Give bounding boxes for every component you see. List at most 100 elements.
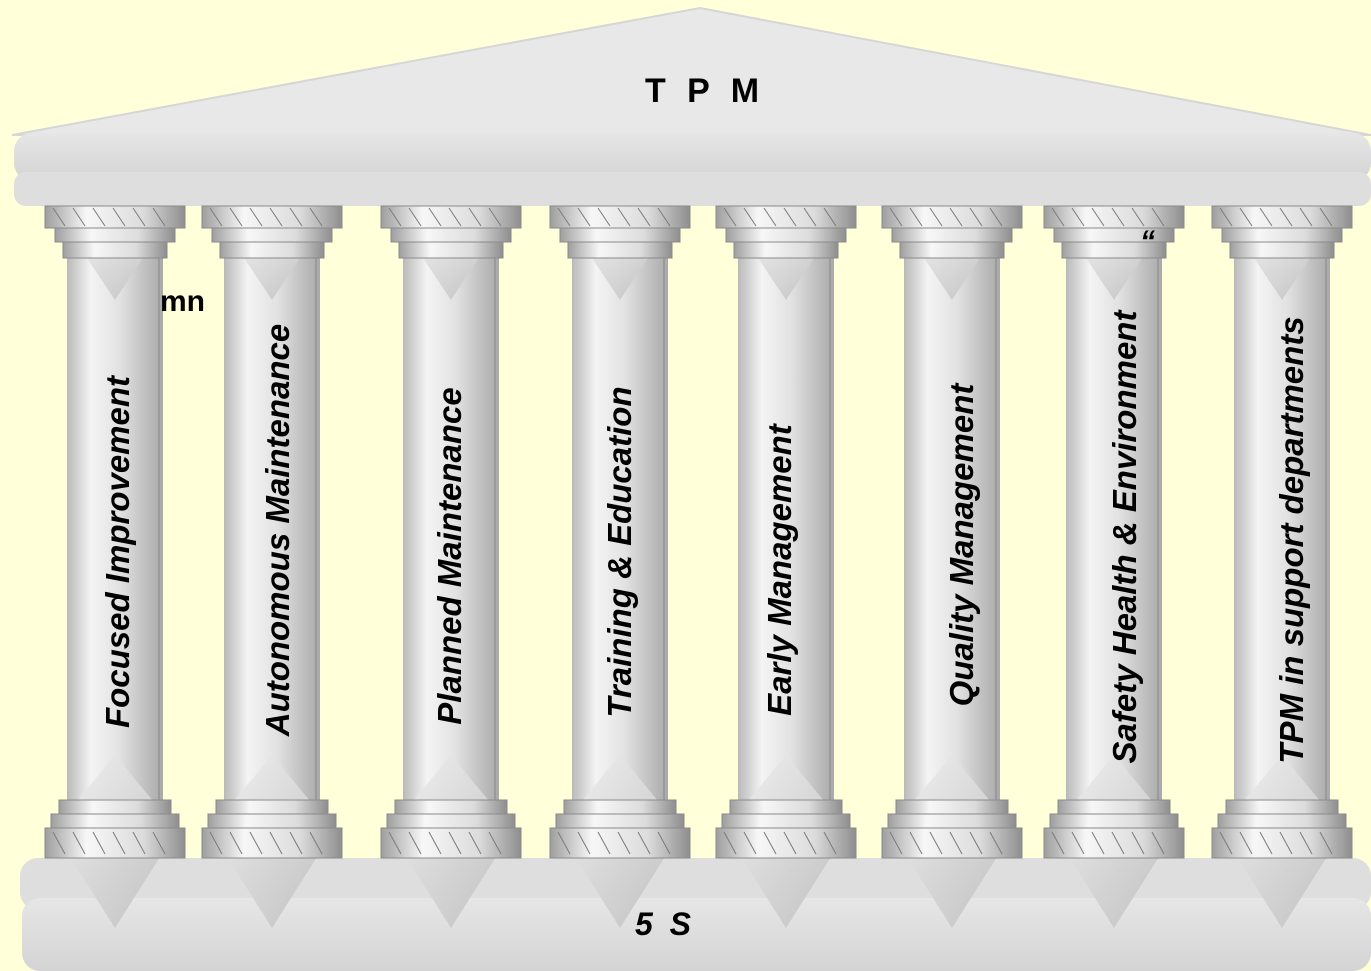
pillar-base-hatch	[657, 831, 671, 855]
pillar-capital-hatch	[1259, 207, 1273, 227]
pillar-capital-hatch	[889, 207, 903, 227]
pillar-capital-hatch	[229, 207, 243, 227]
roof-slab	[14, 133, 1371, 181]
pillar-capital-neck	[733, 241, 839, 259]
pillar-base-hatch	[909, 831, 923, 855]
pillar-capital-hatch	[909, 207, 923, 227]
pillar-5	[715, 205, 857, 928]
pillar-base-hatch	[112, 831, 126, 855]
pillar-base-hatch	[1319, 831, 1333, 855]
pillar-base-hatch	[1091, 831, 1105, 855]
pillar-capital-hatch	[597, 207, 611, 227]
pillar-capital-ring	[1221, 227, 1343, 243]
pillar-capital-ring	[390, 227, 512, 243]
pillar-label-early-management: Early Management	[761, 424, 798, 716]
pillar-base-hatch	[1051, 831, 1065, 855]
pillar-capital-hatch	[1219, 207, 1233, 227]
pillar-base-hatch	[269, 831, 283, 855]
pillar-capital-hatch	[52, 207, 66, 227]
pillar-capital-neck	[1061, 241, 1167, 259]
pillar-base-hatch	[743, 831, 757, 855]
pillar-capital-hatch	[1051, 207, 1065, 227]
pillar-base-hatch	[52, 831, 66, 855]
pillar-base-hatch	[989, 831, 1003, 855]
pillar-base-plinth	[881, 827, 1023, 859]
pillar-base-hatch	[289, 831, 303, 855]
pillar-base-hatch	[152, 831, 166, 855]
pillar-2	[201, 205, 343, 928]
pillar-base-hatch	[249, 831, 263, 855]
stray-text-quote: “	[1140, 225, 1155, 258]
pillar-capital-ring	[211, 227, 333, 243]
pillar-base-hatch	[408, 831, 422, 855]
pillar-capital-hatch	[269, 207, 283, 227]
pillar-capital-hatch	[949, 207, 963, 227]
pillar-shaft	[224, 255, 320, 815]
pillar-capital-hatch	[763, 207, 777, 227]
pillar-capital-hatch	[249, 207, 263, 227]
pillar-capital-hatch	[803, 207, 817, 227]
pillar-capital-hatch	[637, 207, 651, 227]
pillar-shaft	[572, 255, 668, 815]
pillar-base-hatch	[1071, 831, 1085, 855]
pillar-capital-hatch	[1111, 207, 1125, 227]
pillar-capital-hatch	[723, 207, 737, 227]
pillar-capital-hatch	[448, 207, 462, 227]
pillar-base-hatch	[823, 831, 837, 855]
pillar-capital-neck	[398, 241, 504, 259]
pillar-base-hatch	[132, 831, 146, 855]
pillar-base-plinth	[380, 827, 522, 859]
pillar-capital-hatch	[929, 207, 943, 227]
pillar-base-hatch	[763, 831, 777, 855]
pillar-capital-hatch	[152, 207, 166, 227]
pillar-capital-neck	[62, 241, 168, 259]
base-label: 5 S	[634, 906, 696, 942]
pillar-base-hatch	[577, 831, 591, 855]
pillar-base-hatch	[1219, 831, 1233, 855]
pillar-capital-hatch	[1091, 207, 1105, 227]
pillar-capital-hatch	[72, 207, 86, 227]
pillar-base-hatch	[1279, 831, 1293, 855]
pillar-6	[881, 205, 1023, 928]
pillar-capital-neck	[567, 241, 673, 259]
pillar-8	[1211, 205, 1353, 928]
pillar-capital-hatch	[1239, 207, 1253, 227]
pillar-base-hatch	[488, 831, 502, 855]
pillar-capital-hatch	[577, 207, 591, 227]
pillar-capital-hatch	[468, 207, 482, 227]
pillar-base-hatch	[1299, 831, 1313, 855]
pillar-label-tpm-support-departments: TPM in support departments	[1273, 316, 1310, 764]
pillar-base-hatch	[783, 831, 797, 855]
pillar-capital-ring	[725, 227, 847, 243]
pillar-shaft	[738, 255, 834, 815]
pillar-shaft	[904, 255, 1000, 815]
pillar-label-autonomous-maintenance: Autonomous Maintenance	[259, 323, 296, 737]
pillar-shaft	[403, 255, 499, 815]
pillar-capital-hatch	[209, 207, 223, 227]
pillar-capital-hatch	[1071, 207, 1085, 227]
pillar-capital-hatch	[488, 207, 502, 227]
pillar-base-hatch	[388, 831, 402, 855]
pillar-capital-ring	[891, 227, 1013, 243]
pillar-capital-neck	[219, 241, 325, 259]
pillar-capital-hatch	[969, 207, 983, 227]
pillar-capital-hatch	[92, 207, 106, 227]
pillar-base-hatch	[209, 831, 223, 855]
base-slab	[22, 898, 1371, 971]
pillar-base-plinth	[1043, 827, 1185, 859]
pillar-base-hatch	[229, 831, 243, 855]
pillar-capital-hatch	[388, 207, 402, 227]
pillar-label-safety-health-environment: Safety Health & Environment	[1106, 310, 1143, 764]
pillar-capital-ring	[54, 227, 176, 243]
pillar-4	[549, 205, 691, 928]
pillar-label-training-education: Training & Education	[601, 386, 638, 718]
pillar-base-hatch	[949, 831, 963, 855]
pillar-capital-hatch	[112, 207, 126, 227]
pillar-capital-ring	[1053, 227, 1175, 243]
pillar-capital-hatch	[557, 207, 571, 227]
stray-text-mn: mn	[160, 285, 205, 318]
pillar-base-hatch	[1131, 831, 1145, 855]
pillar-1	[44, 205, 186, 928]
pillar-base-hatch	[969, 831, 983, 855]
